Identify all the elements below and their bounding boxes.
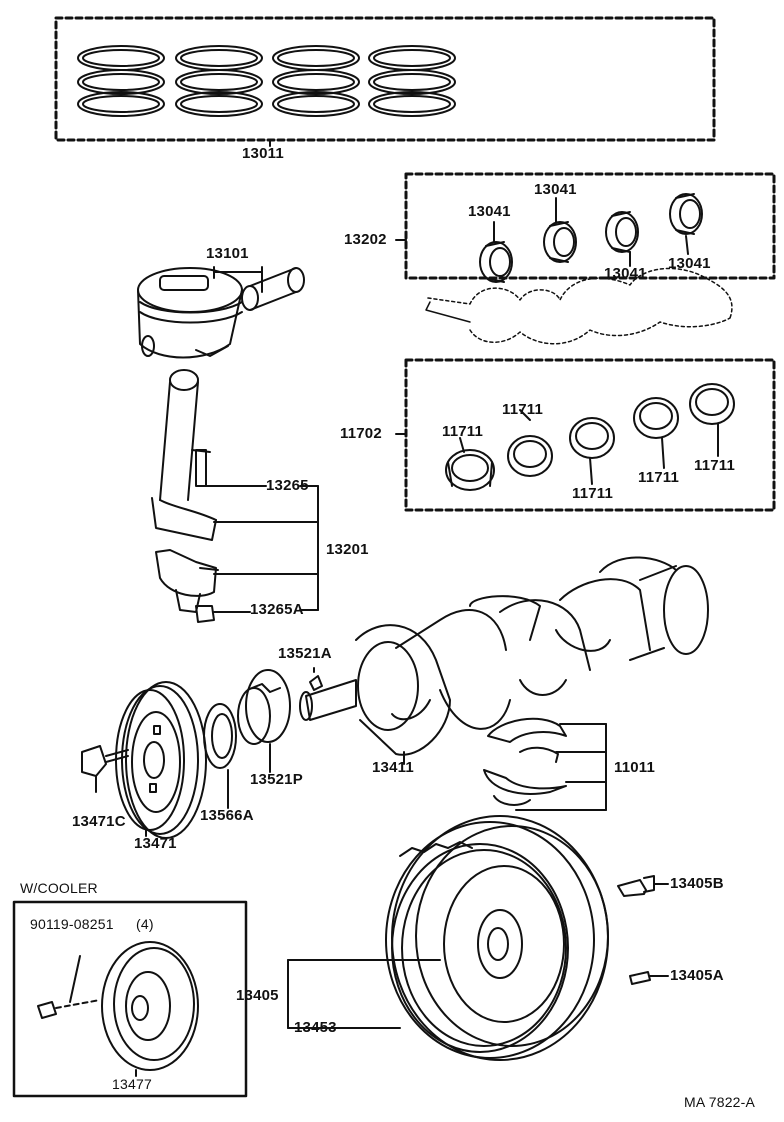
label-pulley: 13471 [134,835,177,852]
label-bearing-upper-4: 13041 [668,255,711,272]
label-bearing-upper-2: 13041 [534,181,577,198]
upper-bearing-set [395,172,776,345]
cooler-pulley-box [12,900,248,1098]
label-flywheel-bolt: 13405B [670,875,724,892]
label-conrod-assy: 13201 [326,541,369,558]
label-piston-ring-set: 13011 [242,145,284,162]
label-ring-gear: 13453 [294,1019,337,1036]
crank-gear [237,669,291,773]
lower-bearing-set [395,358,776,512]
label-bearing-lower-2: 11711 [502,401,544,418]
crankshaft [299,556,709,765]
thrust-washers [483,717,607,811]
label-cooler-title: W/COOLER [20,880,98,896]
label-bearing-lower-5: 11711 [694,457,736,474]
flywheel [287,815,669,1061]
label-bearing-upper-3: 13041 [604,265,647,282]
label-piston: 13101 [206,245,249,262]
label-thrust-washer: 11011 [614,759,656,776]
piston [137,266,305,359]
label-bolt: 13265 [266,477,309,494]
label-key: 13521A [278,645,332,662]
label-pulley-bolt: 13471C [72,813,126,830]
label-bearing-upper-1: 13041 [468,203,511,220]
label-bearing-lower-set: 11702 [340,425,382,442]
figure-id: MA 7822-A [684,1094,756,1110]
label-crankshaft: 13411 [372,759,414,776]
piston-ring-set [54,16,716,147]
label-nut: 13265A [250,601,304,618]
label-crank-gear: 13521P [250,771,303,788]
label-bearing-lower-1: 11711 [442,423,484,440]
label-oil-slinger: 13566A [200,807,254,824]
crank-pulley [81,681,207,839]
label-cooler-pulley: 13477 [112,1076,152,1092]
connecting-rod [151,369,319,623]
label-flywheel-pin: 13405A [670,967,724,984]
label-bearing-lower-4: 11711 [638,469,680,486]
label-cooler-bolt-qty: (4) [136,916,154,932]
oil-slinger [203,703,237,809]
label-bearing-upper-set: 13202 [344,231,387,248]
label-bearing-lower-3: 11711 [572,485,614,502]
label-cooler-bolt: 90119-08251 [30,916,114,932]
label-flywheel: 13405 [236,987,279,1004]
